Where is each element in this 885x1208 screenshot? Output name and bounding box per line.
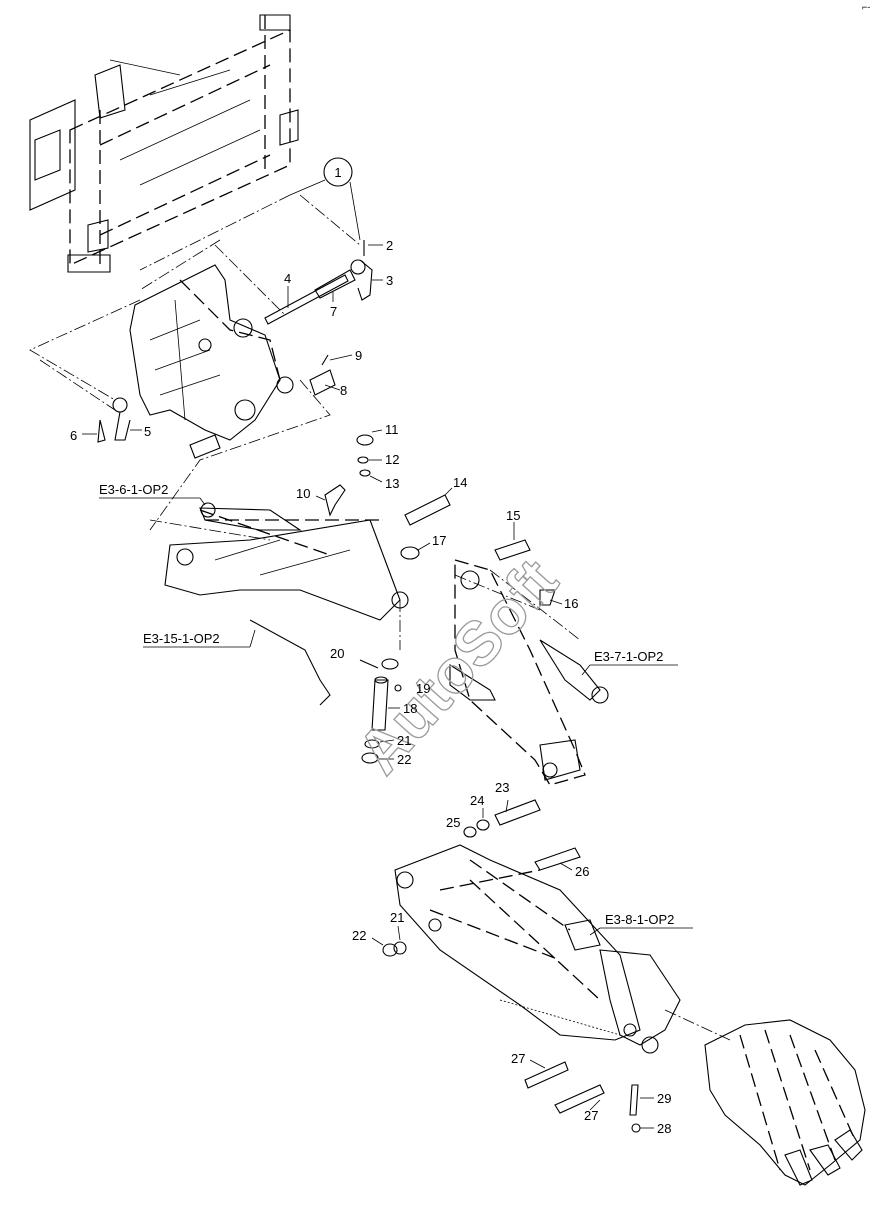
pin-16 [539,589,563,606]
label-27-upper: 27 [511,1051,525,1066]
ref-e3-8-1-op2: E3-8-1-OP2 [605,912,674,927]
washer-21-upper [364,739,395,749]
label-28: 28 [657,1121,671,1136]
lock-3 [350,259,383,301]
bushing-8 [309,369,341,396]
pin-18 [371,676,400,731]
label-22-upper: 22 [397,752,411,767]
pin-27-lower [554,1084,605,1114]
mounting-frame [29,14,299,273]
label-4: 4 [284,271,291,286]
label-9: 9 [355,348,362,363]
ref-e3-15-1-op2: E3-15-1-OP2 [143,631,220,646]
washer-21-lower [393,925,407,955]
bolt-6 [82,419,106,443]
washer-25 [463,826,477,838]
corner-mark: ⌐- [862,2,870,12]
label-17: 17 [432,533,446,548]
callout-1: 1 [289,157,361,241]
reference-labels: E3-6-1-OP2 E3-15-1-OP2 E3-7-1-OP2 E3-8-1… [99,482,693,936]
label-18: 18 [403,701,417,716]
label-21-lower: 21 [390,910,404,925]
pin-4 [264,274,349,325]
svg-text:1: 1 [334,165,341,180]
label-3: 3 [386,273,393,288]
pin-29 [629,1084,654,1116]
pin-small-bracket [189,434,221,459]
label-6: 6 [70,428,77,443]
label-2: 2 [386,238,393,253]
label-10: 10 [296,486,310,501]
label-19: 19 [416,681,430,696]
washer-13 [359,469,383,483]
assembly-guide-lines [29,194,731,1041]
washer-24 [476,808,490,831]
cylinder-e3-6 [199,502,302,531]
pin-27-upper [524,1059,569,1089]
label-21-upper: 21 [397,733,411,748]
washer-17 [400,542,431,560]
label-20: 20 [330,646,344,661]
pin-14 [404,487,453,526]
ref-e3-6-1-op2: E3-6-1-OP2 [99,482,168,497]
label-11: 11 [385,422,399,437]
label-13: 13 [385,476,399,491]
label-8: 8 [340,383,347,398]
label-12: 12 [385,452,399,467]
boom [164,509,409,706]
cylinder-e3-7 [539,639,609,704]
label-22-lower: 22 [352,928,366,943]
stick-arm [449,559,586,786]
nut-28 [631,1123,654,1133]
bolt-9 [321,354,353,366]
label-27-lower: 27 [584,1108,598,1123]
label-26: 26 [575,864,589,879]
bolt-10 [315,484,346,517]
label-23: 23 [495,780,509,795]
pin-26 [534,847,581,871]
ref-e3-7-1-op2: E3-7-1-OP2 [594,649,663,664]
washer-12 [357,456,382,464]
label-15: 15 [506,508,520,523]
label-14: 14 [453,475,467,490]
bolt-19 [394,684,402,692]
washer-22-upper [361,752,394,764]
cylinder-e3-8 [469,859,601,951]
washer-22-lower [371,937,398,957]
label-16: 16 [564,596,578,611]
swing-bracket [129,264,294,441]
bolt-20 [359,658,399,670]
pin-7 [314,269,356,302]
label-29: 29 [657,1091,671,1106]
label-5: 5 [144,424,151,439]
pin-15 [494,522,531,561]
pin-23 [494,799,541,826]
bucket-linkage [599,949,681,1054]
dipper-arm [394,844,641,1041]
cap-11 [356,429,383,446]
lock-5 [112,397,142,441]
bolt-2 [363,240,383,256]
bucket [704,1019,866,1186]
label-7: 7 [330,304,337,319]
label-25: 25 [446,815,460,830]
label-24: 24 [470,793,484,808]
part-labels: 2 3 4 7 9 8 6 5 11 12 13 10 14 15 16 17 … [70,238,671,1136]
